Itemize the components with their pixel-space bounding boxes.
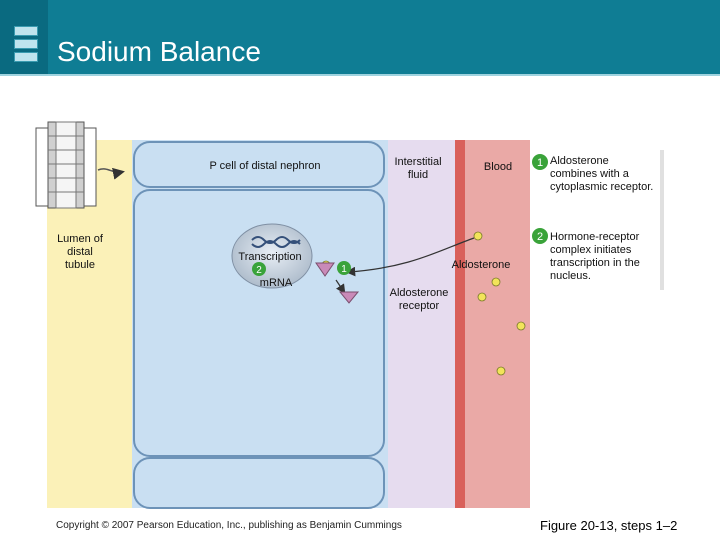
header-bar [0,0,720,76]
slide-logo-icon [14,26,38,65]
step-1-badge [532,154,548,170]
transcription-step-badge [252,262,266,276]
aldosterone-molecule [477,292,487,302]
aldosterone-label: Aldosterone [451,259,511,271]
step-1-number: 1 [537,157,543,169]
transcription-label: Transcription [238,251,302,263]
transcription-step-number: 2 [256,265,262,276]
figure-reference: Figure 20-13, steps 1–2 [540,518,678,533]
p-cell-label: P cell of distal nephron [209,160,321,172]
aldosterone-molecule [491,277,501,287]
cell-region [132,140,388,508]
lumen-label: Lumen of distal tubule [57,233,103,271]
interstitial-fluid-label: Interstitial fluid [394,156,442,181]
aldosterone-receptor-label: Aldosterone receptor [389,287,449,312]
step-1-text: Aldosterone combines with a cytoplasmic … [550,155,654,193]
receptor-complex [315,262,335,277]
cell-membrane-upper [133,141,385,188]
cell-membrane-lower [133,457,385,509]
aldosterone-receptor-shape [338,291,360,304]
step-2-number: 2 [537,231,543,243]
tubule-icon [35,121,125,209]
vessel-wall [455,140,465,508]
copyright-text: Copyright © 2007 Pearson Education, Inc.… [56,520,402,531]
receptor-step-number: 1 [341,264,347,275]
header-divider [0,74,720,76]
aldosterone-molecule [496,366,506,376]
step-2-badge [532,228,548,244]
header-sidebar [0,0,48,76]
aldosterone-molecule [473,231,483,241]
aldosterone-pathway-arrow [345,237,475,277]
cell-membrane-main [133,189,385,457]
blood-label: Blood [483,161,513,173]
aldosterone-molecule [516,321,526,331]
receptor-arrow [335,279,346,294]
interstitial-region [388,140,458,508]
step-2-text: Hormone-receptor complex initiates trans… [550,231,640,282]
step-panel-shadow [660,150,664,290]
slide-title: Sodium Balance [57,36,261,67]
receptor-step-badge [337,261,351,275]
mrna-label: mRNA [259,277,293,289]
